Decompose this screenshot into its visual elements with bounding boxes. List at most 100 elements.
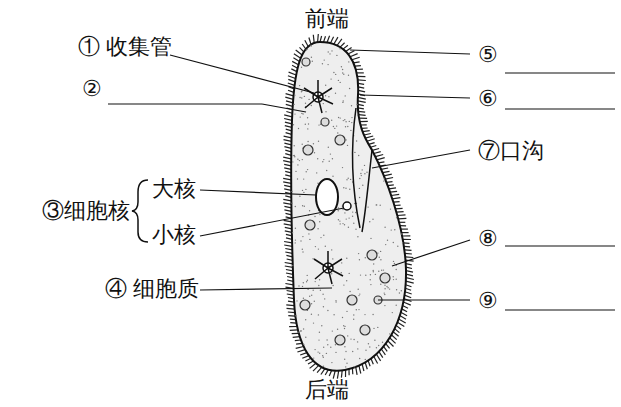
stipple-dot [347, 145, 348, 146]
stipple-dot [318, 124, 319, 125]
stipple-dot [387, 240, 388, 241]
stipple-dot [358, 295, 359, 296]
stipple-dot [337, 132, 338, 133]
stipple-dot [324, 59, 325, 60]
cytoplasm-dots [291, 45, 403, 368]
stipple-dot [315, 281, 316, 282]
cilium [284, 242, 292, 243]
stipple-dot [297, 159, 298, 160]
stipple-dot [333, 126, 334, 127]
stipple-dot [357, 348, 358, 349]
cilium [284, 245, 292, 246]
stipple-dot [307, 275, 308, 276]
stipple-dot [344, 119, 345, 120]
cilium [374, 152, 381, 154]
stipple-dot [384, 294, 385, 295]
answer-blanks [505, 73, 615, 310]
stipple-dot [393, 242, 394, 243]
stipple-dot [361, 175, 362, 176]
stipple-dot [326, 353, 327, 354]
stipple-dot [383, 180, 384, 181]
cilium [300, 353, 307, 355]
cilium [283, 203, 291, 204]
stipple-dot [319, 221, 320, 222]
cilium [310, 363, 316, 368]
cilium [358, 79, 366, 81]
cilium [286, 101, 293, 103]
stipple-dot [335, 301, 336, 302]
stipple-dot [314, 152, 315, 153]
stipple-dot [365, 275, 366, 276]
stipple-dot [359, 293, 360, 294]
cilia [283, 34, 414, 379]
stipple-dot [301, 97, 302, 98]
stipple-dot [299, 97, 300, 98]
cilium [392, 198, 400, 199]
cilium [283, 157, 291, 159]
stipple-dot [346, 179, 347, 180]
stipple-dot [305, 189, 306, 190]
cilium [288, 76, 296, 79]
stipple-dot [370, 284, 371, 285]
stipple-dot [341, 66, 342, 67]
stipple-dot [328, 51, 329, 52]
brace [132, 180, 148, 242]
stipple-dot [308, 99, 309, 100]
stipple-dot [293, 155, 294, 156]
stipple-dot [302, 144, 303, 145]
stipple-dot [311, 295, 312, 296]
cilium [296, 347, 304, 349]
cilium [286, 304, 294, 306]
stipple-dot [308, 233, 309, 234]
stipple-dot [342, 102, 343, 103]
cilium [284, 189, 291, 191]
stipple-dot [353, 314, 354, 315]
stipple-dot [356, 140, 357, 141]
cilium [286, 273, 293, 274]
cilium [356, 367, 357, 375]
stipple-dot [305, 103, 306, 104]
cilium [283, 182, 291, 184]
stipple-dot [396, 269, 397, 270]
stipple-dot [314, 301, 315, 302]
stipple-dot [338, 219, 339, 220]
stipple-dot [344, 326, 345, 327]
stipple-dot [364, 165, 365, 166]
stipple-dot [319, 353, 320, 354]
stipple-dot [300, 330, 301, 331]
stipple-dot [350, 179, 351, 180]
cilium [384, 174, 392, 176]
stipple-dot [344, 359, 345, 360]
stipple-dot [382, 342, 383, 343]
stipple-dot [298, 285, 299, 286]
stipple-dot [340, 223, 341, 224]
cilium [284, 136, 292, 138]
stipple-dot [309, 210, 310, 211]
stipple-dot [372, 219, 373, 220]
stipple-dot [300, 240, 301, 241]
cilium [283, 161, 291, 163]
stipple-dot [343, 284, 344, 285]
stipple-dot [293, 104, 294, 105]
stipple-dot [358, 155, 359, 156]
stipple-dot [352, 211, 353, 212]
cilium [360, 121, 368, 122]
stipple-dot [369, 346, 370, 347]
stipple-dot [327, 310, 328, 311]
stipple-dot [295, 239, 296, 240]
stipple-dot [295, 206, 296, 207]
cilium [284, 168, 291, 170]
stipple-dot [328, 96, 329, 97]
stipple-dot [344, 212, 345, 213]
cilium [285, 284, 293, 285]
stipple-dot [370, 279, 371, 280]
stipple-dot [302, 159, 303, 160]
stipple-dot [345, 139, 346, 140]
stipple-dot [390, 208, 391, 209]
cilium [287, 294, 294, 295]
stipple-dot [294, 155, 295, 156]
cilium [302, 356, 309, 359]
stipple-dot [396, 305, 397, 306]
cilium [403, 302, 411, 305]
stipple-dot [343, 187, 344, 188]
